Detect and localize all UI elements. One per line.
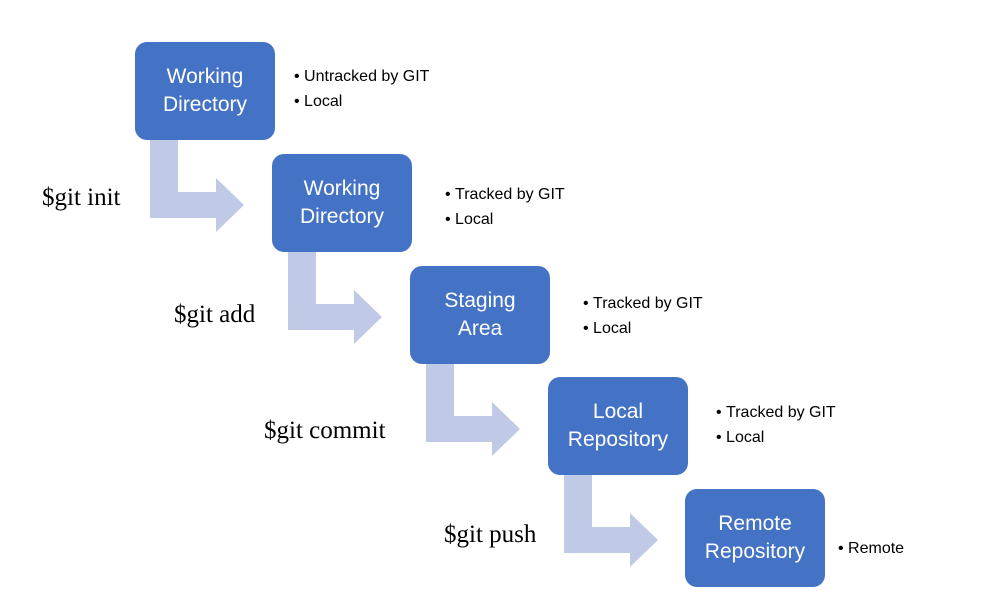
- stage-box-staging-area: Staging Area: [410, 266, 550, 364]
- bullet-item: Remote: [838, 536, 904, 561]
- bullet-item: Local: [445, 207, 565, 232]
- stage-bullets-staging-area: Tracked by GIT Local: [583, 291, 703, 341]
- bullet-item: Local: [294, 89, 429, 114]
- bullet-item: Tracked by GIT: [716, 400, 836, 425]
- bullet-item: Local: [583, 316, 703, 341]
- command-label-git-init: $git init: [42, 184, 121, 211]
- stage-title-line: Repository: [704, 540, 806, 563]
- stage-title-line: Working: [303, 177, 381, 200]
- stage-box-remote-repository: Remote Repository: [685, 489, 825, 587]
- stage-title-line: Local: [592, 400, 644, 423]
- stage-title-line: Staging: [444, 289, 516, 312]
- stage-box-working-directory-untracked: Working Directory: [135, 42, 275, 140]
- arrow-init-connector: [150, 140, 244, 232]
- stage-bullets-remote-repository: Remote: [838, 536, 904, 561]
- stage-bullets-working-directory-tracked: Tracked by GIT Local: [445, 182, 565, 232]
- stage-box-working-directory-tracked: Working Directory: [272, 154, 412, 252]
- arrow-add-connector: [288, 252, 382, 344]
- bullet-item: Untracked by GIT: [294, 64, 429, 89]
- stage-title-line: Remote: [718, 512, 792, 535]
- command-label-git-push: $git push: [444, 521, 537, 548]
- arrow-commit-connector: [426, 364, 520, 456]
- stage-bullets-working-directory-untracked: Untracked by GIT Local: [294, 64, 429, 114]
- stage-title-line: Repository: [567, 428, 669, 451]
- stage-bullets-local-repository: Tracked by GIT Local: [716, 400, 836, 450]
- arrow-push-connector: [564, 475, 658, 567]
- stage-title-line: Directory: [299, 205, 384, 228]
- bullet-item: Tracked by GIT: [583, 291, 703, 316]
- stage-title-line: Working: [166, 65, 244, 88]
- command-label-git-commit: $git commit: [264, 417, 386, 444]
- command-label-git-add: $git add: [174, 301, 256, 328]
- stage-title-line: Area: [457, 317, 503, 340]
- stage-box-local-repository: Local Repository: [548, 377, 688, 475]
- stage-title-line: Directory: [162, 93, 247, 116]
- bullet-item: Tracked by GIT: [445, 182, 565, 207]
- bullet-item: Local: [716, 425, 836, 450]
